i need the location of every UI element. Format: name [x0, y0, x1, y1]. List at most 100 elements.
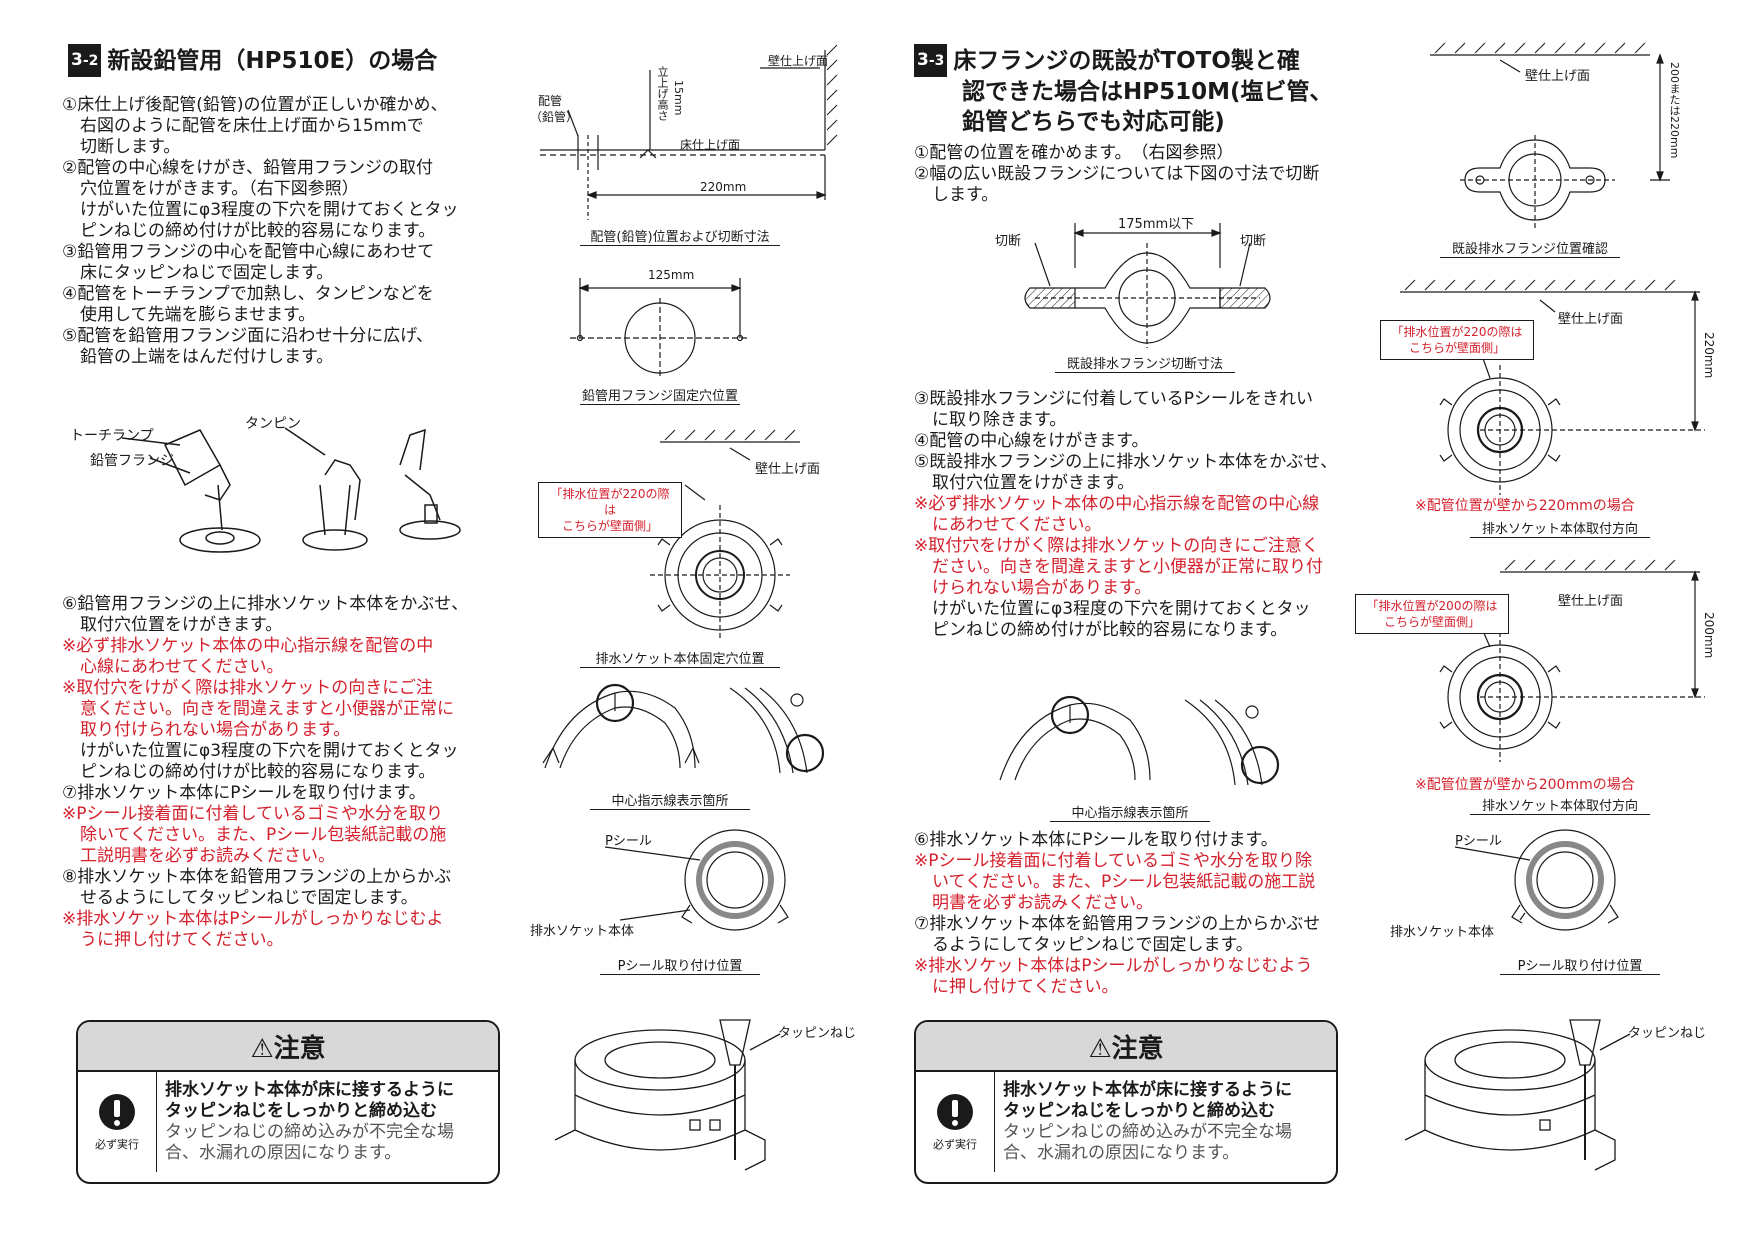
- existing-flange-drawing: [1430, 42, 1670, 230]
- step-line: ⑦排水ソケット本体にPシールを取り付けます。: [62, 783, 426, 803]
- step-line: ⑦排水ソケット本体を鉛管用フランジの上からかぶせ: [914, 914, 1321, 934]
- must-do-block-right: 必ず実行: [916, 1072, 995, 1172]
- label-flange: 鉛管フランジ: [90, 453, 174, 469]
- label-200-or-220mm: 200または220mm: [1668, 62, 1681, 159]
- right-caution-box: ⚠注意 必ず実行 排水ソケット本体が床に接するように タッピンねじをしっかりと締…: [914, 1020, 1338, 1184]
- note-220-case: ※配管位置が壁から220mmの場合: [1415, 498, 1635, 514]
- step-line: ※取付穴をけがく際は排水ソケットの向きにご注意く: [914, 536, 1319, 556]
- step-line: 明書を必ずお読みください。: [932, 893, 1153, 913]
- right-steps-block-2: ③既設排水フランジに付着しているPシールをきれいに取り除きます。④配管の中心線を…: [914, 389, 1384, 641]
- step-line: にあわせてください。: [932, 515, 1102, 535]
- section-title: 新設鉛管用（HP510E）の場合: [107, 48, 438, 74]
- label-wall-fr1: 壁仕上げ面: [1525, 69, 1591, 84]
- label-pseal-right: Pシール: [1455, 834, 1502, 849]
- note-wall-side-220-fr: 「排水位置が220の際はこちらが壁面側」: [1380, 320, 1534, 360]
- step-line: ⑥排水ソケット本体にPシールを取り付けます。: [914, 830, 1278, 850]
- step-line: ②配管の中心線をけがき、鉛管用フランジの取付: [62, 158, 434, 178]
- step-line: ④配管をトーチランプで加熱し、タンピンなどを: [62, 284, 434, 304]
- step-line: ⑧排水ソケット本体を鉛管用フランジの上からかぶ: [62, 867, 452, 887]
- label-pseal: Pシール: [605, 834, 652, 849]
- step-line: ※必ず排水ソケット本体の中心指示線を配管の中: [62, 636, 434, 656]
- step-line: に取り除きます。: [932, 410, 1067, 430]
- caution-normal-1-right: タッピンねじの締め込みが不完全な場: [1003, 1122, 1292, 1142]
- label-wall-fr3: 壁仕上げ面: [1558, 594, 1624, 609]
- label-tapping-screw: タッピンねじ: [778, 1026, 857, 1041]
- must-do-label-right: 必ず実行: [933, 1138, 977, 1151]
- step-line: 切断します。: [80, 137, 181, 157]
- label-200mm-fr: 200mm: [1702, 612, 1716, 659]
- fig-center-line: 中心指示線表示箇所: [535, 678, 835, 818]
- label-175mm: 175mm以下: [1118, 217, 1195, 232]
- step-line: ピンねじの締め付けが比較的容易になります。: [80, 221, 436, 241]
- note-200-case: ※配管位置が壁から200mmの場合: [1415, 777, 1635, 793]
- caution-bold-2-right: タッピンねじをしっかりと締め込む: [1003, 1101, 1275, 1121]
- caption-pipe-position: 配管(鉛管)位置および切断寸法: [580, 226, 780, 246]
- step-line: ①配管の位置を確かめます。 （右図参照）: [914, 143, 1234, 163]
- mount-220-drawing: [1400, 279, 1705, 495]
- step-line: 穴位置をけがきます。（右下図参照）: [80, 179, 359, 199]
- step-line: ②幅の広い既設フランジについては下図の寸法で切断: [914, 164, 1320, 184]
- fig-socket-holes: 「排水位置が220の際はこちらが壁面側」 壁仕上げ面 排水ソケット本体固定穴位置: [530, 429, 860, 670]
- fig-existing-flange-position: 壁仕上げ面 200または220mm 既設排水フランジ位置確認: [1420, 40, 1720, 260]
- caption-center-line: 中心指示線表示箇所: [590, 790, 750, 810]
- label-cut-right: 切断: [1240, 234, 1267, 249]
- step-line: に押し付けてください。: [932, 977, 1119, 997]
- step-line: ※排水ソケット本体はPシールがしっかりなじむよう: [914, 956, 1313, 976]
- label-wall: 壁仕上げ面: [768, 54, 829, 68]
- caution-title-right: ⚠注意: [916, 1022, 1336, 1072]
- center-line-right-drawing: [999, 695, 1280, 786]
- step-line: 鉛管の上端をはんだ付けします。: [80, 347, 334, 367]
- step-line: 心線にあわせてください。: [80, 657, 284, 677]
- label-125mm: 125mm: [648, 268, 695, 282]
- caption-mount-200: 排水ソケット本体取付方向: [1470, 795, 1650, 815]
- section-badge: 3-2: [68, 44, 102, 77]
- tapping-screw-drawing: [554, 1019, 781, 1171]
- step-line: ⑤配管を鉛管用フランジ面に沿わせ十分に広げ、: [62, 326, 434, 346]
- must-do-label: 必ず実行: [95, 1138, 139, 1151]
- section-title-line-1: 床フランジの既設がTOTO製と確: [953, 48, 1300, 74]
- flange-cut-drawing: [1024, 223, 1271, 348]
- step-line: ださい。向きを間違えますと小便器が正常に取り付: [932, 557, 1323, 577]
- label-torch: トーチランプ: [70, 428, 154, 444]
- step-line: 工説明書を必ずお読みください。: [80, 846, 335, 866]
- label-wall-fr2: 壁仕上げ面: [1558, 312, 1624, 327]
- fig-pseal: Pシール 排水ソケット本体 Pシール取り付け位置: [530, 825, 830, 975]
- step-line: ※必ず排水ソケット本体の中心指示線を配管の中心線: [914, 494, 1320, 514]
- step-line: 取付穴位置をけがきます。: [932, 473, 1135, 493]
- section-badge-2: 3-3: [914, 44, 948, 77]
- caption-mount-220: 排水ソケット本体取付方向: [1470, 518, 1650, 538]
- caution-bold-1: 排水ソケット本体が床に接するように: [165, 1080, 454, 1100]
- torch-illustration: トーチランプ 鉛管フランジ タンピン: [70, 416, 480, 555]
- step-line: けられない場合があります。: [932, 578, 1152, 598]
- pipe-position-drawing: [540, 44, 838, 220]
- caution-normal-2-right: 合、水漏れの原因になります。: [1003, 1143, 1240, 1163]
- caption-pseal-right: Pシール取り付け位置: [1500, 955, 1660, 975]
- caption-flange-cut: 既設排水フランジ切断寸法: [1055, 353, 1235, 373]
- step-line: ※Pシール接着面に付着しているゴミや水分を取り除: [914, 851, 1312, 871]
- step-line: ※Pシール接着面に付着しているゴミや水分を取り: [62, 804, 443, 824]
- caution-title: ⚠注意: [78, 1022, 498, 1072]
- label-socket-body: 排水ソケット本体: [530, 924, 635, 939]
- step-line: 床にタッピンねじで固定します。: [80, 263, 334, 283]
- step-line: るようにしてタッピンねじで固定します。: [932, 935, 1253, 955]
- label-tapping-screw-right: タッピンねじ: [1628, 1026, 1707, 1041]
- pseal-right-drawing: [1454, 829, 1619, 931]
- step-line: ピンねじの締め付けが比較的容易になります。: [80, 762, 436, 782]
- must-do-block: 必ず実行: [78, 1072, 157, 1172]
- caution-bold-2: タッピンねじをしっかりと締め込む: [165, 1101, 437, 1121]
- step-line: うに押し付けてください。: [80, 930, 284, 950]
- label-riser-height: 立上げ高さ: [656, 66, 669, 121]
- step-line: いてください。また、Pシール包装紙記載の施工説: [932, 872, 1316, 892]
- caution-bold-1-right: 排水ソケット本体が床に接するように: [1003, 1080, 1292, 1100]
- label-pipe-lead: （鉛管）: [530, 110, 579, 124]
- label-wall-2: 壁仕上げ面: [755, 462, 821, 477]
- caption-lead-flange: 鉛管用フランジ固定穴位置: [580, 385, 740, 405]
- fig-pipe-position: 壁仕上げ面 配管 （鉛管） 立上げ高さ 15mm 床仕上げ面 220mm 配管(…: [530, 40, 860, 246]
- label-tampin: タンピン: [245, 416, 301, 432]
- step-line: 取付穴位置をけがきます。: [80, 615, 283, 635]
- step-line: 使用して先端を膨らませます。: [80, 305, 316, 325]
- step-line: ※排水ソケット本体はPシールがしっかりなじむよ: [62, 909, 444, 929]
- right-steps-block-1: ①配管の位置を確かめます。 （右図参照）②幅の広い既設フランジについては下図の寸…: [914, 143, 1384, 206]
